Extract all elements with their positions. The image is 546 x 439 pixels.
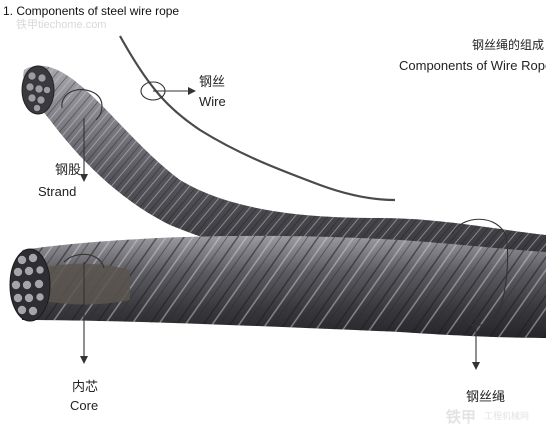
rope-callout-ring: [451, 218, 509, 326]
wire-strand-line: [119, 35, 396, 202]
label-strand-en: Strand: [38, 184, 77, 199]
upper-strand-wire-ends: [25, 71, 51, 112]
label-core-cn: 内芯: [72, 379, 99, 394]
label-wire-en: Wire: [199, 94, 226, 109]
main-rope-wire-ends: [11, 253, 45, 316]
diagram-title-cn: 钢丝绳的组成: [472, 38, 545, 52]
upper-strand-twist: [23, 65, 546, 290]
watermark-top: 铁甲tiechome.com: [16, 19, 107, 31]
watermark-bottom-sub: 工程机械网: [484, 411, 530, 421]
callouts: [61, 81, 509, 370]
label-strand-cn: 钢股: [55, 162, 82, 177]
core-callout-ring: [63, 253, 105, 269]
figure-caption: 1. Components of steel wire rope: [3, 4, 180, 18]
label-core-en: Core: [70, 398, 99, 413]
rope-core: [40, 263, 130, 305]
label-wire-cn: 钢丝: [199, 74, 226, 89]
strand-callout-ring: [61, 89, 103, 121]
label-rope-cn: 钢丝绳: [466, 389, 506, 404]
main-rope-twist: [22, 235, 546, 338]
diagram-title-en: Components of Wire Rope: [399, 58, 546, 73]
watermark-bottom-logo: 铁甲: [446, 409, 477, 426]
